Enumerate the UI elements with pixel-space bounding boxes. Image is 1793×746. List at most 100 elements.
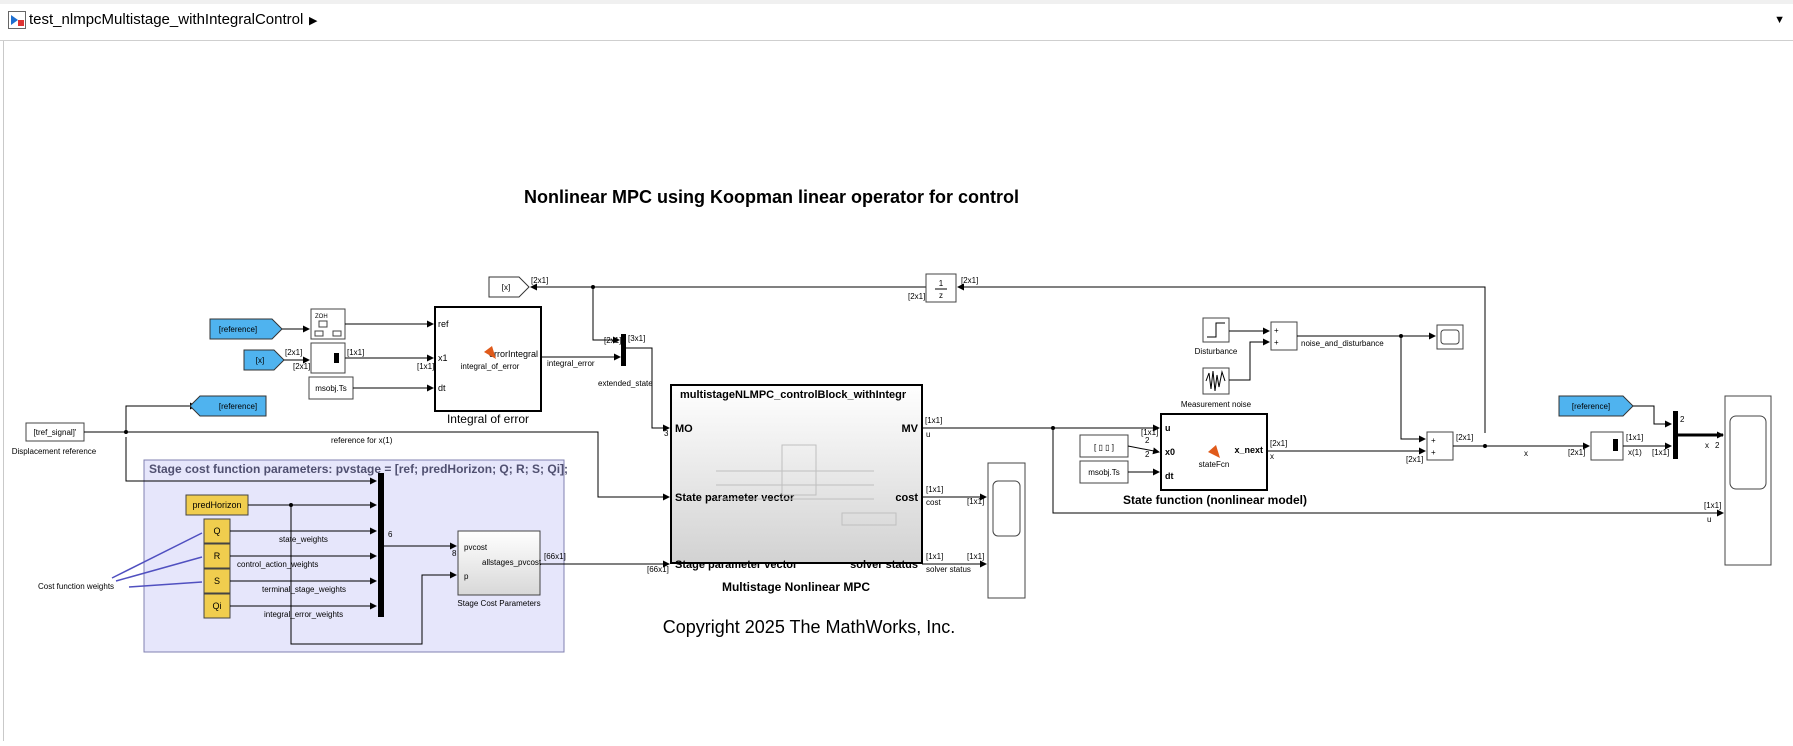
goto-reference-block[interactable] <box>189 395 267 417</box>
statefcn-output-label: x_next <box>1234 445 1263 455</box>
statefcn-function-label: stateFcn <box>1199 460 1230 469</box>
mpc-internal-diagram-icon <box>716 444 897 526</box>
integral-port-dt: dt <box>438 383 446 393</box>
mux-out-width: [3x1] <box>628 334 645 343</box>
stage-block-caption: Stage Cost Parameters <box>457 599 540 608</box>
selector-block[interactable] <box>310 342 346 374</box>
extended-state-label: extended_state <box>598 379 653 388</box>
multistage-nlmpc-block[interactable] <box>670 384 923 564</box>
chevron-down-icon[interactable]: ▼ <box>1774 14 1785 26</box>
const-width-label-1: 2 <box>1145 436 1150 445</box>
wire-mux-to-scope <box>1678 433 1723 437</box>
q-weight-block[interactable] <box>203 518 231 544</box>
sum-in-width: [2x1] <box>1406 455 1423 464</box>
wire-x-to-mux <box>592 287 620 344</box>
integral-error-label: integral_error <box>547 359 595 368</box>
goto-reference-label: [reference] <box>219 402 257 411</box>
selector2-in-width: [2x1] <box>1568 448 1585 457</box>
wire-const-to-x0 <box>1127 445 1160 455</box>
noise-and-disturbance-label: noise_and_disturbance <box>1301 339 1384 348</box>
from-reference-block[interactable] <box>209 318 283 340</box>
pred-horizon-label: predHorizon <box>192 500 241 510</box>
integral-port-ref: ref <box>438 319 449 329</box>
annotation-lines <box>111 532 203 588</box>
delay-denominator: z <box>939 291 943 300</box>
mv-width: [1x1] <box>925 416 942 425</box>
output-scope-icon <box>1729 415 1767 490</box>
stage-in-width: 8 <box>452 549 457 558</box>
zoh-label: ZOH <box>315 314 328 320</box>
statefcn-caption: State function (nonlinear model) <box>1123 493 1307 507</box>
msobj-ts-label-2: msobj.Ts <box>1088 468 1120 477</box>
diagram-title: Nonlinear MPC using Koopman linear opera… <box>524 187 1019 207</box>
solver-width: [1x1] <box>926 552 943 561</box>
r-weight-block[interactable] <box>203 543 231 569</box>
selector2-out-width: [1x1] <box>1626 433 1643 442</box>
x-width-label: [2x1] <box>285 348 302 357</box>
goto-x-width: [2x1] <box>531 276 548 285</box>
scope-solver-width: [1x1] <box>967 552 984 561</box>
diagram-canvas[interactable]: Nonlinear MPC using Koopman linear opera… <box>3 41 1793 741</box>
from-reference-label: [reference] <box>219 325 257 334</box>
qi-label: Qi <box>213 601 222 611</box>
breadcrumb-expand-icon[interactable]: ▶ <box>309 15 318 27</box>
const-vec-label: [ ▯ ▯ ] <box>1094 443 1114 452</box>
svg-text:+: + <box>1274 338 1279 347</box>
svg-text:+: + <box>1431 448 1436 457</box>
stage-mux-block[interactable] <box>378 473 384 617</box>
from-reference-right-label: [reference] <box>1572 402 1610 411</box>
sum-out-width: [2x1] <box>1456 433 1473 442</box>
mpc-port-mv: MV <box>902 423 919 435</box>
stage-cost-parameters-block[interactable] <box>457 530 541 596</box>
selector-out-width: [1x1] <box>347 348 364 357</box>
wire-mux-to-mo <box>626 347 670 432</box>
breadcrumb-model-name[interactable]: test_nlmpcMultistage_withIntegralControl <box>29 11 304 28</box>
control-action-weights-label: control_action_weights <box>237 560 318 569</box>
from-reference-right-block[interactable] <box>1558 395 1634 417</box>
statefcn-port-u: u <box>1165 423 1171 433</box>
unit-delay-block[interactable] <box>925 273 957 303</box>
mux2-out-width: 2 <box>1680 415 1685 424</box>
from-x-label: [x] <box>256 356 264 365</box>
x-next-label: x <box>1270 452 1274 461</box>
scope-u-label: u <box>1707 515 1711 524</box>
x-next-width: [2x1] <box>1270 439 1287 448</box>
simulink-model-icon <box>8 11 26 29</box>
integral-output-label: errorIntegral <box>489 349 538 359</box>
model-toolbar: test_nlmpcMultistage_withIntegralControl… <box>0 0 1793 41</box>
stage-out-width: [66x1] <box>544 552 566 561</box>
from-x-block[interactable] <box>243 349 285 371</box>
mpc-stage-in-width: [66x1] <box>647 565 669 574</box>
tab-strip <box>0 0 1793 4</box>
scope-x-label: x <box>1705 441 1709 450</box>
state-mux-block[interactable] <box>621 334 626 366</box>
x-measured-label: x <box>1524 449 1528 458</box>
r-label: R <box>214 551 221 561</box>
mpc-port-solver-status: solver status <box>850 559 918 571</box>
cost-function-weights-label: Cost function weights <box>38 582 114 591</box>
measurement-noise-label: Measurement noise <box>1181 400 1252 409</box>
selector-in-width: [2x1] <box>293 362 310 371</box>
mpc-block-name: multistageNLMPC_controlBlock_withIntegr <box>680 389 907 401</box>
stage-out-label: allstages_pvcost <box>482 558 542 567</box>
reference-for-x1-label: reference for x(1) <box>331 436 393 445</box>
solver-status-label: solver status <box>926 565 971 574</box>
output-mux-block[interactable] <box>1673 411 1678 459</box>
delay-numerator: 1 <box>939 279 944 288</box>
qi-weight-block[interactable] <box>203 593 231 619</box>
wire-horizon-to-p <box>290 505 457 645</box>
s-weight-block[interactable] <box>203 568 231 594</box>
integral-of-error-block[interactable] <box>434 306 542 412</box>
cost-label: cost <box>926 498 941 507</box>
integral-function-label: integral_of_error <box>461 362 520 371</box>
matlab-function-icon <box>484 346 496 359</box>
copyright-text: Copyright 2025 The MathWorks, Inc. <box>663 617 955 637</box>
mpc-port-cost: cost <box>895 492 918 504</box>
goto-x-block[interactable] <box>488 276 530 298</box>
wire-u-to-scope <box>1052 428 1724 517</box>
wire-noise <box>1229 338 1270 381</box>
wire-ref-to-mux <box>125 437 377 485</box>
mo-width-label: 3 <box>664 429 669 438</box>
selector-x1-block[interactable] <box>1590 431 1624 461</box>
wire-ref-to-mpc-state <box>84 431 670 501</box>
